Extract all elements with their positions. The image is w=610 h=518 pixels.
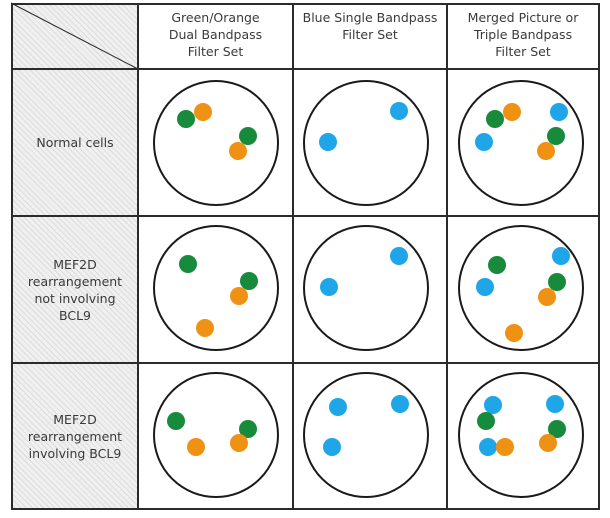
orange-signal	[229, 142, 247, 160]
grid-line-col-2	[292, 3, 294, 510]
blue-signal	[484, 396, 502, 414]
row-header-normal-cells: Normal cells	[13, 70, 137, 215]
row-header-column	[11, 69, 138, 510]
green-signal	[167, 412, 185, 430]
grid-line-col-1	[137, 3, 139, 510]
nucleus-not-involving-merged	[458, 225, 584, 351]
green-signal	[486, 110, 504, 128]
grid-line-header	[11, 68, 600, 70]
green-signal	[548, 273, 566, 291]
green-signal	[179, 255, 197, 273]
row-header-label: Normal cells	[36, 135, 114, 150]
column-header-label: Blue Single Bandpass Filter Set	[302, 10, 438, 42]
orange-signal	[537, 142, 555, 160]
green-signal	[239, 420, 257, 438]
green-signal	[240, 272, 258, 290]
orange-signal	[538, 288, 556, 306]
orange-signal	[505, 324, 523, 342]
orange-signal	[230, 434, 248, 452]
blue-signal	[390, 247, 408, 265]
orange-signal	[496, 438, 514, 456]
blue-signal	[319, 133, 337, 151]
blue-signal	[552, 247, 570, 265]
green-signal	[239, 127, 257, 145]
blue-signal	[479, 438, 497, 456]
blue-signal	[546, 395, 564, 413]
green-signal	[177, 110, 195, 128]
blue-signal	[390, 102, 408, 120]
orange-signal	[194, 103, 212, 121]
blue-signal	[320, 278, 338, 296]
grid-line-col-3	[446, 3, 448, 510]
grid-line-row-1	[11, 215, 600, 217]
nucleus-not-involving-blue	[303, 225, 429, 351]
blue-signal	[391, 395, 409, 413]
row-header-not-involving-bcl9: MEF2D rearrangement not involving BCL9	[13, 217, 137, 362]
green-signal	[547, 127, 565, 145]
orange-signal	[230, 287, 248, 305]
grid-line-top	[11, 3, 600, 5]
green-signal	[548, 420, 566, 438]
nucleus-normal-merged	[458, 80, 584, 206]
orange-signal	[503, 103, 521, 121]
orange-signal	[187, 438, 205, 456]
nucleus-not-involving-green-orange	[153, 225, 279, 351]
grid-line-bottom	[11, 508, 600, 510]
row-header-label: MEF2D rearrangement involving BCL9	[27, 411, 123, 461]
orange-signal	[196, 319, 214, 337]
blue-signal	[475, 133, 493, 151]
nucleus-involving-blue	[303, 372, 429, 498]
grid-line-left	[11, 3, 13, 510]
green-signal	[477, 412, 495, 430]
nucleus-normal-green-orange	[153, 80, 279, 206]
blue-signal	[550, 103, 568, 121]
blue-signal	[329, 398, 347, 416]
row-header-involving-bcl9: MEF2D rearrangement involving BCL9	[13, 364, 137, 508]
grid-line-row-2	[11, 362, 600, 364]
column-header-merged: Merged Picture or Triple Bandpass Filter…	[448, 5, 598, 69]
column-header-green-orange: Green/Orange Dual Bandpass Filter Set	[139, 5, 292, 69]
green-signal	[488, 256, 506, 274]
nucleus-involving-green-orange	[153, 372, 279, 498]
nucleus-normal-blue	[303, 80, 429, 206]
row-header-label: MEF2D rearrangement not involving BCL9	[27, 256, 123, 323]
column-header-label: Merged Picture or Triple Bandpass Filter…	[467, 10, 579, 59]
orange-signal	[539, 434, 557, 452]
blue-signal	[323, 438, 341, 456]
column-header-blue: Blue Single Bandpass Filter Set	[294, 5, 446, 69]
column-header-label: Green/Orange Dual Bandpass Filter Set	[168, 10, 263, 59]
grid-line-right	[598, 3, 600, 510]
blue-signal	[476, 278, 494, 296]
nucleus-involving-merged	[458, 372, 584, 498]
